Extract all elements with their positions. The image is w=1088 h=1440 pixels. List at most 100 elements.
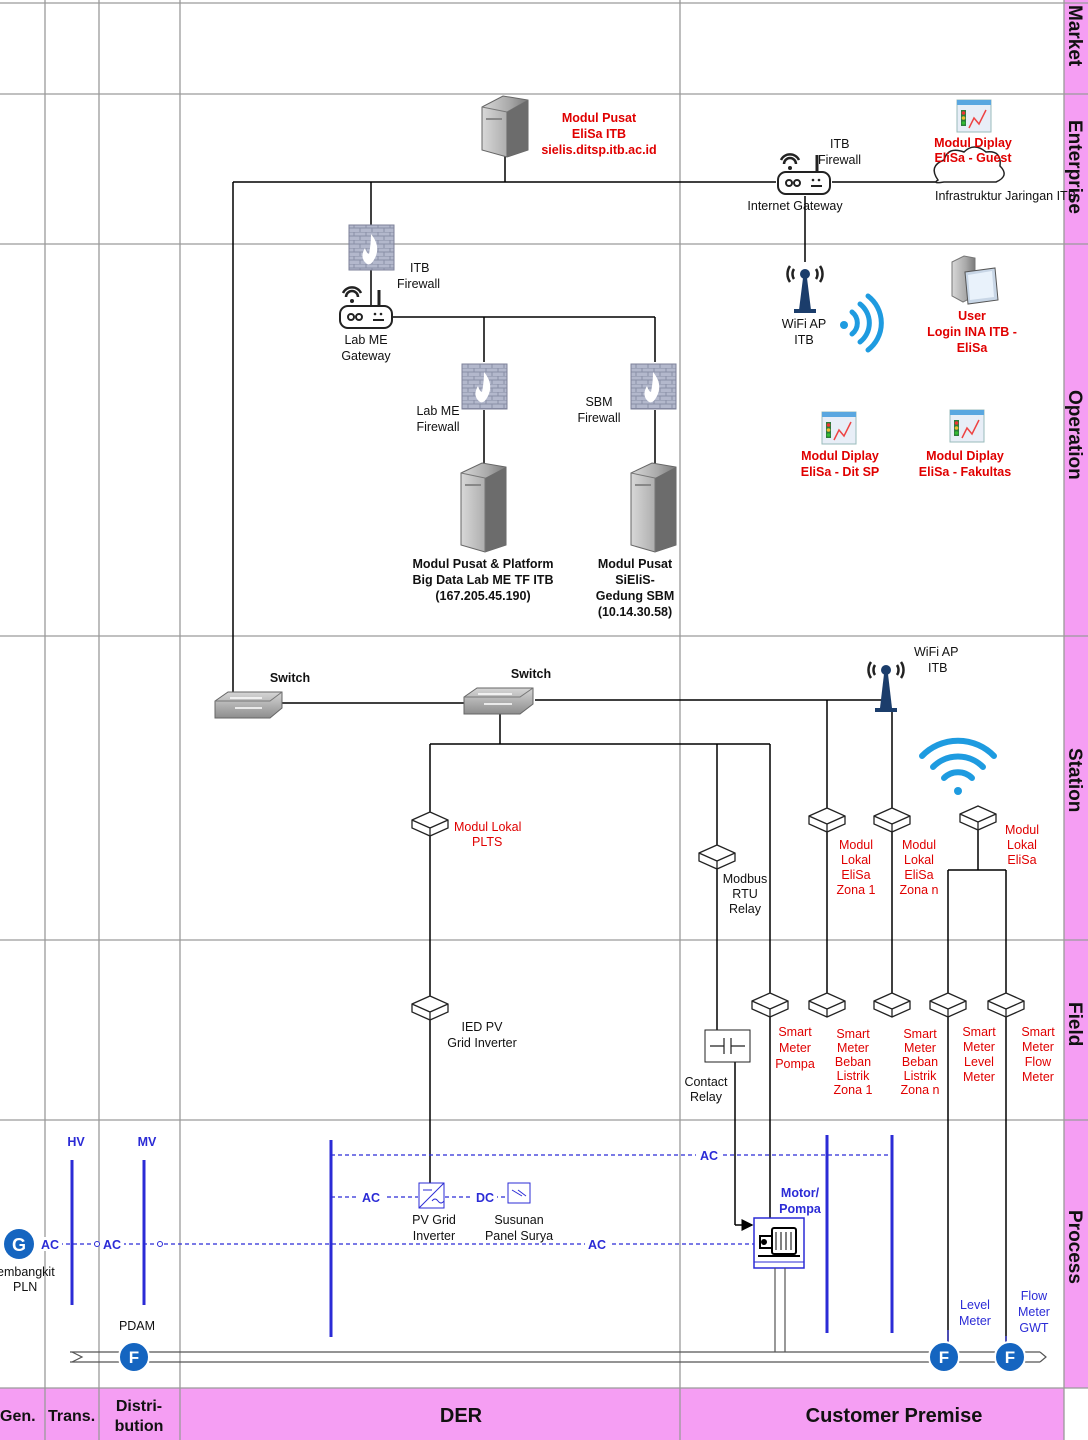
station-modules — [411, 805, 997, 870]
central-server-label-1: Modul Pusat — [562, 111, 637, 125]
flow-letter: F — [129, 1348, 139, 1367]
sm-level-3: Level — [964, 1055, 994, 1069]
display-fakultas-label-1: Modul Diplay — [926, 449, 1004, 463]
server-sbm-label-3: Gedung SBM — [596, 589, 674, 603]
domain-band — [0, 1388, 1064, 1440]
zonan-label-1: Modul — [902, 838, 936, 852]
gwt-flow-icon — [994, 1341, 1026, 1373]
level-meter-label-2: Meter — [959, 1314, 991, 1328]
display-fakultas-label-2: EliSa - Fakultas — [919, 465, 1011, 479]
lab-firewall-label-2: Firewall — [416, 420, 459, 434]
motor-label-2: Pompa — [779, 1202, 822, 1216]
server-sbm-label-4: (10.14.30.58) — [598, 605, 672, 619]
sm-level-1: Smart — [962, 1025, 996, 1039]
sm-pompa-3: Pompa — [775, 1057, 815, 1071]
mv-label: MV — [138, 1135, 157, 1149]
display-ditsp-label-2: EliSa - Dit SP — [801, 465, 880, 479]
zone-band — [1064, 0, 1088, 1388]
ac-tag: AC — [700, 1149, 718, 1163]
user-login-label-3: EliSa — [957, 341, 989, 355]
flow-meter-label-3: GWT — [1019, 1321, 1049, 1335]
switch-icon — [214, 691, 283, 719]
switch1-label: Switch — [270, 671, 310, 685]
server-lab-label-3: (167.205.45.190) — [435, 589, 530, 603]
dashboard-icon — [956, 99, 992, 133]
solar-panel-icon — [507, 1182, 531, 1204]
sm-zonan-4: Listrik — [904, 1069, 937, 1083]
router-icon — [777, 153, 831, 195]
zona1-label-4: Zona 1 — [837, 883, 876, 897]
display-ditsp-label-1: Modul Diplay — [801, 449, 879, 463]
sm-zonan-5: Zona n — [901, 1083, 940, 1097]
wifi-icon — [919, 737, 997, 795]
modbus-label-2: RTU — [732, 887, 757, 901]
wireless-signal-icon — [840, 293, 884, 353]
elisa-label-3: EliSa — [1007, 853, 1036, 867]
workstation-icon — [951, 255, 999, 305]
water-pipe — [70, 1268, 1047, 1363]
cloud-icon — [933, 146, 1005, 184]
zone-station: Station — [1064, 748, 1085, 812]
st-wifi-label-1: WiFi AP — [914, 645, 958, 659]
domain-gen: Gen. — [0, 1408, 36, 1425]
zonan-label-3: EliSa — [904, 868, 933, 882]
sm-zonan-3: Beban — [902, 1055, 938, 1069]
domain-trans: Trans. — [48, 1408, 95, 1425]
pv-inverter-label-1: PV Grid — [412, 1213, 456, 1227]
zone-enterprise: Enterprise — [1064, 120, 1085, 214]
server-icon — [630, 462, 677, 553]
switch-icon — [463, 687, 534, 715]
modbus-label-1: Modbus — [723, 872, 767, 886]
sm-level-2: Meter — [963, 1040, 995, 1054]
domain-customer-premise: Customer Premise — [806, 1405, 983, 1427]
zona1-label-1: Modul — [839, 838, 873, 852]
sm-pompa-1: Smart — [778, 1025, 812, 1039]
zone-field: Field — [1064, 1002, 1085, 1046]
server-lab-label-2: Big Data Lab ME TF ITB — [413, 573, 554, 587]
flow-meter-label-1: Flow — [1021, 1289, 1048, 1303]
central-server-label-2: EliSa ITB — [572, 127, 626, 141]
sbm-firewall-label-2: Firewall — [577, 411, 620, 425]
zonan-label-2: Lokal — [904, 853, 934, 867]
sbm-firewall-label-1: SBM — [585, 395, 612, 409]
ac-tags — [38, 1148, 720, 1251]
zona1-label-3: EliSa — [841, 868, 870, 882]
domain-distribution-2: bution — [115, 1418, 164, 1435]
dc-tag: DC — [476, 1191, 494, 1205]
flow-letter: F — [1005, 1348, 1015, 1367]
motor-pump-icon — [753, 1217, 805, 1269]
pembangkit-label-1: embangkit — [0, 1265, 55, 1279]
server-lab-label-1: Modul Pusat & Platform — [413, 557, 554, 571]
sm-zona1-5: Zona 1 — [834, 1083, 873, 1097]
generator-icon — [4, 1229, 34, 1259]
dashboard-icon — [821, 411, 857, 445]
lab-firewall-label-1: Lab ME — [416, 404, 459, 418]
display-guest-label-1: Modul Diplay — [934, 136, 1012, 150]
op-wifi-label-2: ITB — [794, 333, 813, 347]
elisa-label-2: Lokal — [1007, 838, 1037, 852]
sm-level-4: Meter — [963, 1070, 995, 1084]
zone-market: Market — [1064, 5, 1085, 67]
sm-flow-3: Flow — [1025, 1055, 1052, 1069]
flow-meter-label-2: Meter — [1018, 1305, 1050, 1319]
itb-firewall-label-1: ITB — [830, 137, 849, 151]
infra-label: Infrastruktur Jaringan ITB — [935, 189, 1076, 203]
wifi-ap-icon — [867, 661, 905, 712]
sm-flow-4: Meter — [1022, 1070, 1054, 1084]
lab-gateway-label-1: Lab ME — [344, 333, 387, 347]
lab-gateway-label-2: Gateway — [341, 349, 391, 363]
wifi-ap-icon — [786, 265, 824, 313]
internet-gateway-label: Internet Gateway — [747, 199, 843, 213]
switch2-label: Switch — [511, 667, 551, 681]
domain-distribution-1: Distri- — [116, 1398, 162, 1415]
sm-zona1-3: Beban — [835, 1055, 871, 1069]
server-sbm-label-1: Modul Pusat — [598, 557, 673, 571]
sm-zonan-1: Smart — [903, 1027, 937, 1041]
ied-label-2: Grid Inverter — [447, 1036, 516, 1050]
zone-operation: Operation — [1064, 390, 1085, 480]
zona1-label-2: Lokal — [841, 853, 871, 867]
op-wifi-label-1: WiFi AP — [782, 317, 826, 331]
op-itb-firewall-1: ITB — [410, 261, 429, 275]
plts-label-1: Modul Lokal — [454, 820, 521, 834]
